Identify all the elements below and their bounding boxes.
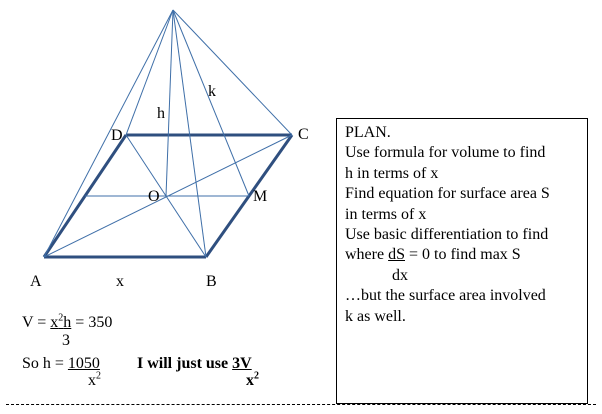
plan-line-6-pre: where <box>345 246 389 264</box>
plan-line-1: Use formula for volume to find <box>345 144 546 162</box>
note-numerator: 3V <box>232 355 252 372</box>
volume-lhs: V = <box>22 314 51 331</box>
vertex-labels: D C O M A B x h k <box>30 83 309 290</box>
plan-line-4: in terms of x <box>345 205 427 223</box>
volume-numerator: x2h <box>50 312 72 331</box>
label-c: C <box>298 126 309 143</box>
volume-equation: V = x2h = 350 <box>22 312 113 332</box>
lateral-edge-c <box>172 9 293 136</box>
lateral-edge-b <box>172 9 207 258</box>
lateral-edge-a <box>43 9 174 258</box>
label-a: A <box>30 273 42 290</box>
interior-lines <box>43 9 293 258</box>
plan-derivative-denominator: dx <box>392 266 408 284</box>
plan-line-8: …but the surface area involved <box>345 287 546 305</box>
lateral-edge-d <box>125 9 174 136</box>
plan-line-2: h in terms of x <box>345 164 439 182</box>
height-denominator: x2 <box>88 370 101 389</box>
plan-line-5: Use basic differentiation to find <box>345 226 549 244</box>
note-equation: I will just use 3V <box>137 355 252 373</box>
label-h: h <box>157 105 165 122</box>
dashed-divider <box>6 404 596 405</box>
plan-line-6: where dS = 0 to find max S <box>345 245 587 265</box>
plan-box: PLAN. Use formula for volume to find h i… <box>336 118 588 404</box>
label-m: M <box>253 188 267 205</box>
label-o: O <box>148 188 160 205</box>
plan-line-9: k as well. <box>345 307 406 325</box>
label-b: B <box>206 273 217 290</box>
height-numerator: 1050 <box>67 355 100 372</box>
plan-line-6-post: = 0 to find max S <box>405 246 521 264</box>
plan-line-3: Find equation for surface area S <box>345 185 550 203</box>
note-denominator: x2 <box>246 370 259 389</box>
plan-derivative-numerator: dS <box>388 246 405 264</box>
height-lhs: So h = <box>22 355 68 372</box>
volume-rhs: = 350 <box>71 314 113 331</box>
label-k: k <box>208 83 216 100</box>
height-equation: So h = 1050 <box>22 355 100 373</box>
label-x: x <box>116 273 124 290</box>
note-text: I will just use <box>137 355 233 372</box>
plan-title: PLAN. <box>345 124 391 141</box>
slant-height-k <box>172 9 250 197</box>
volume-denominator: 3 <box>62 332 70 349</box>
height-h <box>165 9 174 197</box>
label-d: D <box>111 127 123 144</box>
